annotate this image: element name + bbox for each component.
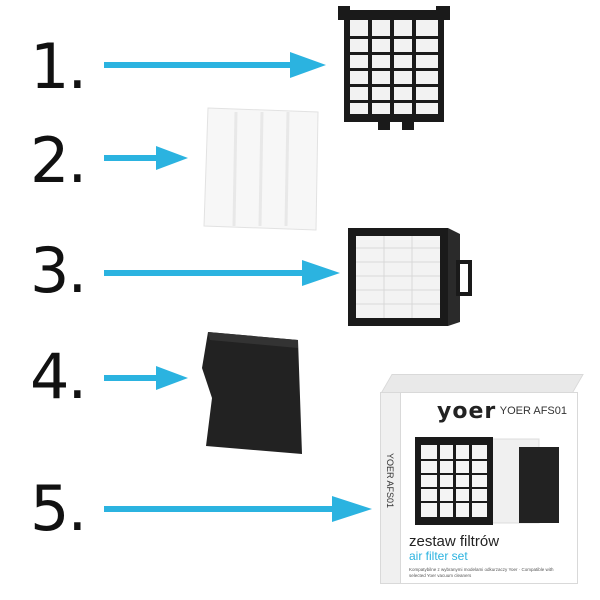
arrow-3 <box>104 260 340 286</box>
white-sponge-image <box>203 107 319 231</box>
box-title-pl: zestaw filtrów <box>409 533 500 550</box>
model-label: YOER AFS01 <box>499 405 567 417</box>
box-filter-illustration <box>415 437 559 525</box>
black-sponge-image <box>202 332 302 454</box>
arrow-4 <box>104 366 188 390</box>
brand-logo: yoer <box>437 399 497 424</box>
box-title-en: air filter set <box>409 549 468 563</box>
hepa-filter-image <box>348 228 472 326</box>
filter-frame-image <box>338 6 450 130</box>
step-number-3: 3. <box>30 234 87 307</box>
arrow-1 <box>104 52 326 78</box>
box-top-face <box>380 374 584 394</box>
step-number-2: 2. <box>30 124 87 197</box>
product-box: YOER AFS01 yoer YOER AFS01 zestaw filtró… <box>380 360 584 584</box>
box-side-face: YOER AFS01 <box>380 392 401 584</box>
step-number-5: 5. <box>30 472 87 545</box>
step-number-4: 4. <box>30 340 87 413</box>
box-compat-text: Kompatybilne z wybranymi modelami odkurz… <box>409 567 554 578</box>
arrow-5 <box>104 496 372 522</box>
box-side-label: YOER AFS01 <box>385 453 395 509</box>
arrow-2 <box>104 146 188 170</box>
step-number-1: 1. <box>30 30 87 103</box>
box-front-face: yoer YOER AFS01 zestaw filtrów air filte… <box>400 392 578 584</box>
